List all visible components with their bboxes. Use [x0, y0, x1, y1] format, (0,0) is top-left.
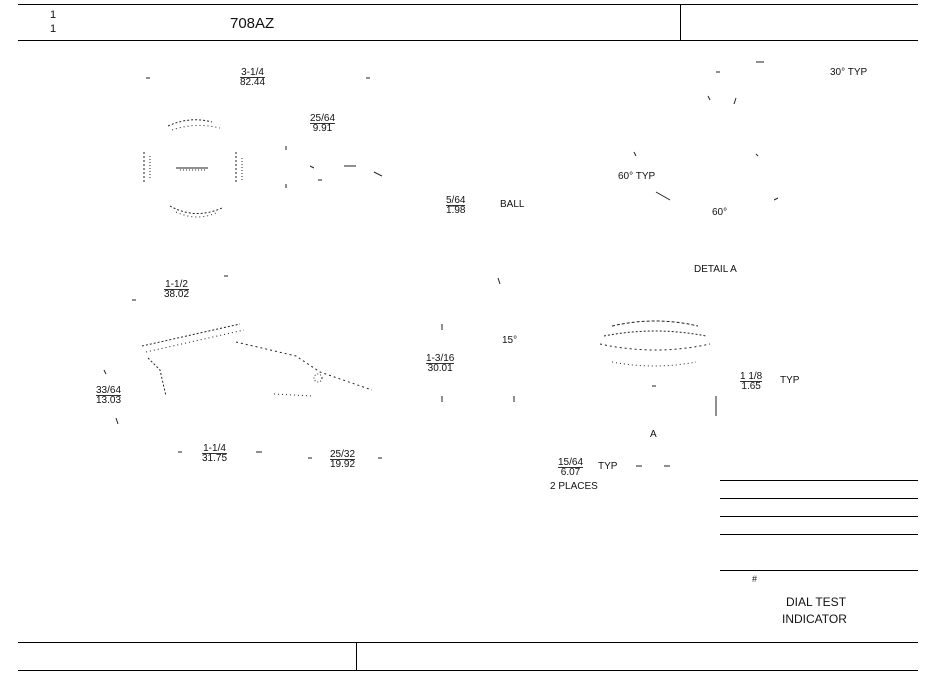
dim-inch: 1-1/4: [203, 443, 226, 454]
footer-divider: [356, 642, 357, 670]
dim-mm: 82.44: [240, 77, 266, 88]
title-block-line-2: [720, 498, 918, 499]
header-bottom-border: [18, 40, 918, 41]
dim-mm: 9.91: [310, 123, 336, 134]
label-30-typ: 30° TYP: [830, 67, 868, 78]
dim-inch: 1 1/8: [740, 371, 763, 382]
dim-mm: 1.65: [740, 381, 763, 392]
title-block-line-5: [720, 570, 918, 571]
dim-mm: 38.02: [164, 289, 190, 300]
dim-body-length: 1-1/4 31.75: [202, 443, 228, 464]
dim-left-height: 33/64 13.03: [96, 385, 122, 406]
dim-inch: 25/64: [310, 113, 336, 124]
title-block-line-1: [720, 480, 918, 481]
dim-holes: 15/64 6.07: [558, 457, 584, 478]
dim-inch: 15/64: [558, 457, 584, 468]
footer-bottom-border: [18, 670, 918, 671]
dim-middle: 1-3/16 30.01: [426, 353, 455, 374]
label-2-places: 2 PLACES: [550, 481, 598, 492]
part-name-line-2: INDICATOR: [782, 612, 847, 626]
dim-inch: 1-1/2: [165, 279, 188, 290]
dim-mm: 31.75: [202, 453, 228, 464]
label-detail-a: DETAIL A: [694, 264, 737, 275]
title-block-line-3: [720, 516, 918, 517]
label-ball: BALL: [500, 199, 525, 210]
label-typ-dial: TYP: [780, 375, 800, 386]
part-number: 708AZ: [230, 15, 275, 32]
label-detail-ref: A: [650, 429, 657, 440]
dim-inch: 1-3/16: [426, 353, 455, 364]
label-15: 15°: [502, 335, 518, 346]
dim-mm: 13.03: [96, 395, 122, 406]
header-divider: [680, 4, 681, 40]
dim-overall-width: 3-1/4 82.44: [240, 67, 266, 88]
title-block-line-4: [720, 534, 918, 535]
dim-dial-height: 1 1/8 1.65: [740, 371, 763, 392]
dim-inch: 3-1/4: [241, 67, 264, 78]
dim-inch: 33/64: [96, 385, 122, 396]
dim-stem-length: 25/32 19.92: [330, 449, 356, 470]
dim-inch: 25/32: [330, 449, 356, 460]
title-marker: #: [752, 574, 758, 584]
top-border: [18, 4, 918, 5]
sheet-total: 1: [50, 23, 57, 35]
sheet-number: 1: [50, 9, 57, 21]
dim-mm: 30.01: [426, 363, 455, 374]
dim-stem: 25/64 9.91: [310, 113, 336, 134]
dim-mm: 19.92: [330, 459, 356, 470]
label-60-typ: 60° TYP: [618, 171, 656, 182]
part-name-line-1: DIAL TEST: [786, 595, 847, 609]
dim-mm: 1.98: [446, 205, 466, 216]
dim-inch: 5/64: [446, 195, 466, 206]
label-typ-holes: TYP: [598, 461, 618, 472]
footer-top-border: [18, 642, 918, 643]
dim-mm: 6.07: [558, 467, 584, 478]
dim-height: 1-1/2 38.02: [164, 279, 190, 300]
dim-ball: 5/64 1.98: [446, 195, 466, 216]
label-60: 60°: [712, 207, 728, 218]
